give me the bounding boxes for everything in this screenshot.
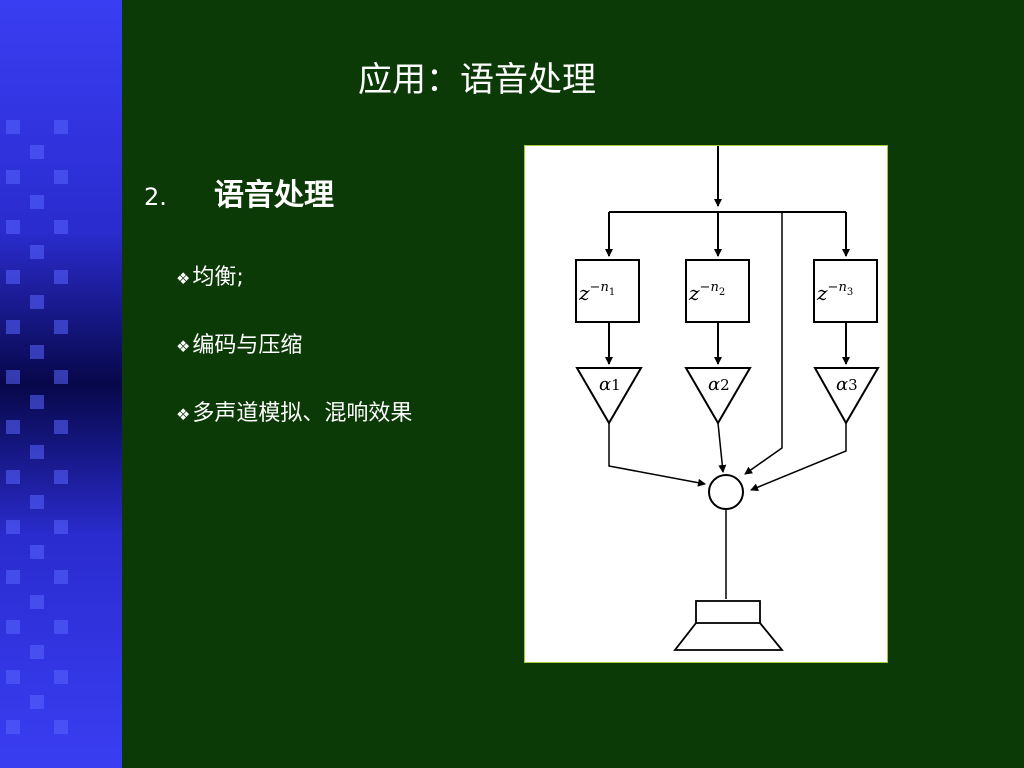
decorative-square bbox=[6, 220, 20, 234]
left-decorative-band bbox=[0, 0, 122, 768]
gain-label-1: α1 bbox=[599, 374, 621, 395]
decorative-square bbox=[30, 145, 44, 159]
section-title: 语音处理 bbox=[214, 178, 334, 213]
decorative-square bbox=[6, 670, 20, 684]
delay-label-2: z−n2 bbox=[688, 280, 725, 305]
decorative-square bbox=[54, 420, 68, 434]
gain-label-3: α3 bbox=[836, 374, 858, 395]
decorative-square bbox=[30, 395, 44, 409]
decorative-square bbox=[6, 420, 20, 434]
decorative-square bbox=[54, 570, 68, 584]
summing-node bbox=[708, 474, 744, 510]
decorative-square bbox=[6, 620, 20, 634]
gain1-to-sum-arrow bbox=[608, 423, 706, 487]
decorative-square bbox=[30, 595, 44, 609]
diamond-bullet-icon: ❖ bbox=[176, 337, 191, 356]
decorative-square bbox=[6, 170, 20, 184]
decorative-square bbox=[30, 245, 44, 259]
decorative-square bbox=[54, 220, 68, 234]
speaker-cone-icon bbox=[673, 622, 784, 651]
decorative-square bbox=[54, 320, 68, 334]
decorative-square bbox=[30, 695, 44, 709]
decorative-square bbox=[54, 470, 68, 484]
decorative-square bbox=[54, 720, 68, 734]
decorative-square bbox=[54, 670, 68, 684]
decorative-square bbox=[30, 195, 44, 209]
gain-label-2: α2 bbox=[708, 374, 730, 395]
decorative-square bbox=[6, 120, 20, 134]
gain3-to-sum-arrow bbox=[750, 423, 847, 492]
decorative-square bbox=[30, 345, 44, 359]
block-diagram: z−n1 z−n2 z−n3 α1 α2 α3 bbox=[524, 145, 888, 663]
decorative-square bbox=[6, 470, 20, 484]
decorative-square bbox=[30, 295, 44, 309]
decorative-square bbox=[6, 320, 20, 334]
bullet-item: ❖均衡; bbox=[176, 262, 244, 294]
decorative-square bbox=[30, 495, 44, 509]
decorative-square bbox=[54, 370, 68, 384]
gain-triangle-3 bbox=[813, 367, 880, 426]
decorative-square bbox=[54, 520, 68, 534]
decorative-square bbox=[30, 645, 44, 659]
delay-label-1: z−n1 bbox=[578, 280, 615, 305]
direct-path-arrow bbox=[744, 212, 783, 475]
delay-box-1 bbox=[575, 259, 640, 323]
bullet-text: 编码与压缩 bbox=[192, 333, 303, 358]
bullet-item: ❖多声道模拟、混响效果 bbox=[176, 398, 412, 430]
diamond-bullet-icon: ❖ bbox=[176, 269, 191, 288]
diamond-bullet-icon: ❖ bbox=[176, 405, 191, 424]
block-diagram-svg: z−n1 z−n2 z−n3 α1 α2 α3 bbox=[575, 146, 880, 651]
slide-title: 应用：语音处理 bbox=[358, 60, 596, 100]
decorative-square bbox=[54, 170, 68, 184]
gain-triangle-1 bbox=[575, 367, 643, 425]
decorative-square bbox=[6, 270, 20, 284]
section-number: 2. bbox=[144, 183, 167, 211]
decorative-square bbox=[6, 520, 20, 534]
bullet-item: ❖编码与压缩 bbox=[176, 330, 302, 362]
gain2-to-sum-arrow bbox=[717, 422, 727, 473]
decorative-square bbox=[6, 720, 20, 734]
decorative-square bbox=[30, 545, 44, 559]
section-header: 2. 语音处理 bbox=[144, 176, 334, 216]
decorative-square bbox=[54, 620, 68, 634]
bullet-text: 均衡; bbox=[192, 265, 244, 290]
bullet-text: 多声道模拟、混响效果 bbox=[192, 401, 413, 426]
delay-label-3: z−n3 bbox=[816, 280, 853, 305]
gain-triangle-2 bbox=[684, 367, 752, 425]
speaker-body bbox=[695, 600, 761, 624]
decorative-square bbox=[6, 370, 20, 384]
decorative-square bbox=[6, 570, 20, 584]
decorative-square bbox=[30, 445, 44, 459]
decorative-square bbox=[54, 120, 68, 134]
decorative-square bbox=[54, 270, 68, 284]
